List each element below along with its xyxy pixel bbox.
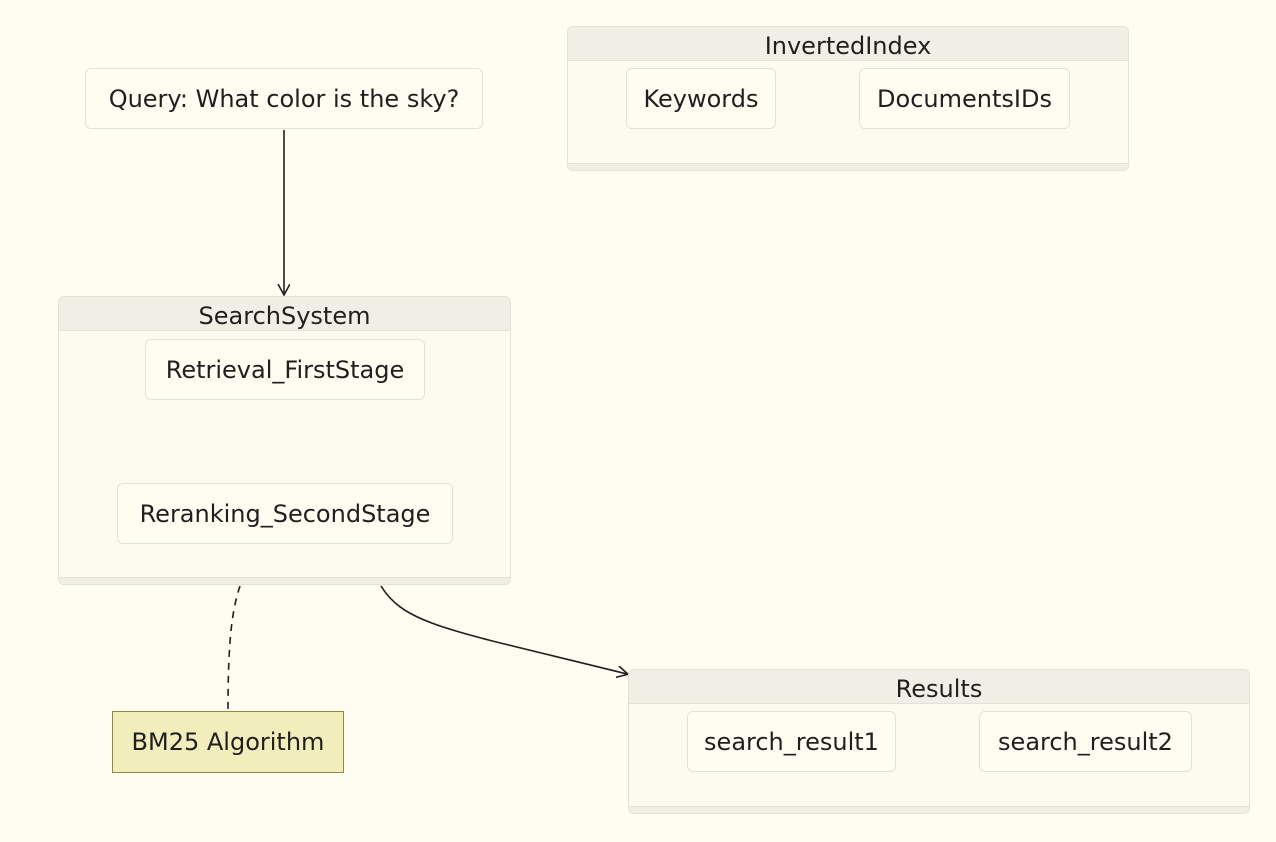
- search-result1-label: search_result1: [704, 727, 879, 756]
- group-inverted-index-footer: [568, 163, 1128, 170]
- group-results-title: Results: [629, 670, 1249, 704]
- search-result2-node[interactable]: search_result2: [979, 711, 1192, 772]
- query-node-label: Query: What color is the sky?: [108, 84, 460, 113]
- edge-searchsystem-to-results: [380, 585, 627, 674]
- group-results-footer: [629, 806, 1249, 813]
- search-result1-node[interactable]: search_result1: [687, 711, 896, 772]
- search-result2-label: search_result2: [998, 727, 1173, 756]
- query-node[interactable]: Query: What color is the sky?: [85, 68, 483, 129]
- retrieval-first-stage-node[interactable]: Retrieval_FirstStage: [145, 339, 425, 400]
- group-search-system-title: SearchSystem: [59, 297, 510, 331]
- reranking-second-stage-label: Reranking_SecondStage: [139, 499, 431, 528]
- documentsids-node[interactable]: DocumentsIDs: [859, 68, 1070, 129]
- group-inverted-index[interactable]: InvertedIndex: [567, 26, 1129, 171]
- keywords-node[interactable]: Keywords: [626, 68, 776, 129]
- note-link-dashed: [227, 585, 241, 711]
- bm25-note-label: BM25 Algorithm: [131, 728, 325, 756]
- group-inverted-index-title: InvertedIndex: [568, 27, 1128, 61]
- keywords-node-label: Keywords: [643, 84, 759, 113]
- documentsids-node-label: DocumentsIDs: [877, 84, 1052, 113]
- group-search-system-footer: [59, 577, 510, 584]
- retrieval-first-stage-label: Retrieval_FirstStage: [165, 355, 405, 384]
- reranking-second-stage-node[interactable]: Reranking_SecondStage: [117, 483, 453, 544]
- bm25-note[interactable]: BM25 Algorithm: [112, 711, 344, 773]
